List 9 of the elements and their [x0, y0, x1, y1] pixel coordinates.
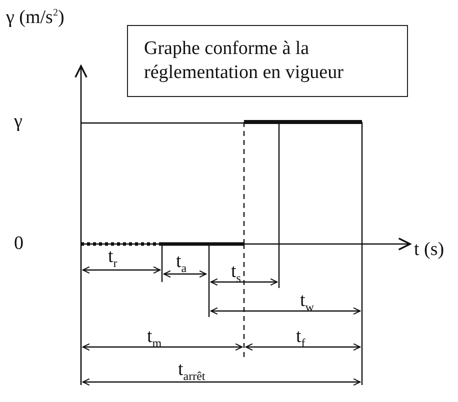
duration-label: t$_{a}$: [176, 252, 187, 274]
duration-label: t$_{arrêt}$: [178, 360, 206, 382]
duration-label: t$_{w}$: [300, 291, 314, 313]
axis-label: t (s): [414, 240, 444, 259]
note-box: Graphe conforme à la réglementation en vigueur: [127, 25, 408, 97]
duration-label: t$_{r}$: [108, 247, 118, 269]
origin-label: 0: [14, 234, 24, 253]
axis-label: γ (m/s$^{2}$): [6, 8, 64, 27]
level-label: γ: [14, 112, 22, 131]
